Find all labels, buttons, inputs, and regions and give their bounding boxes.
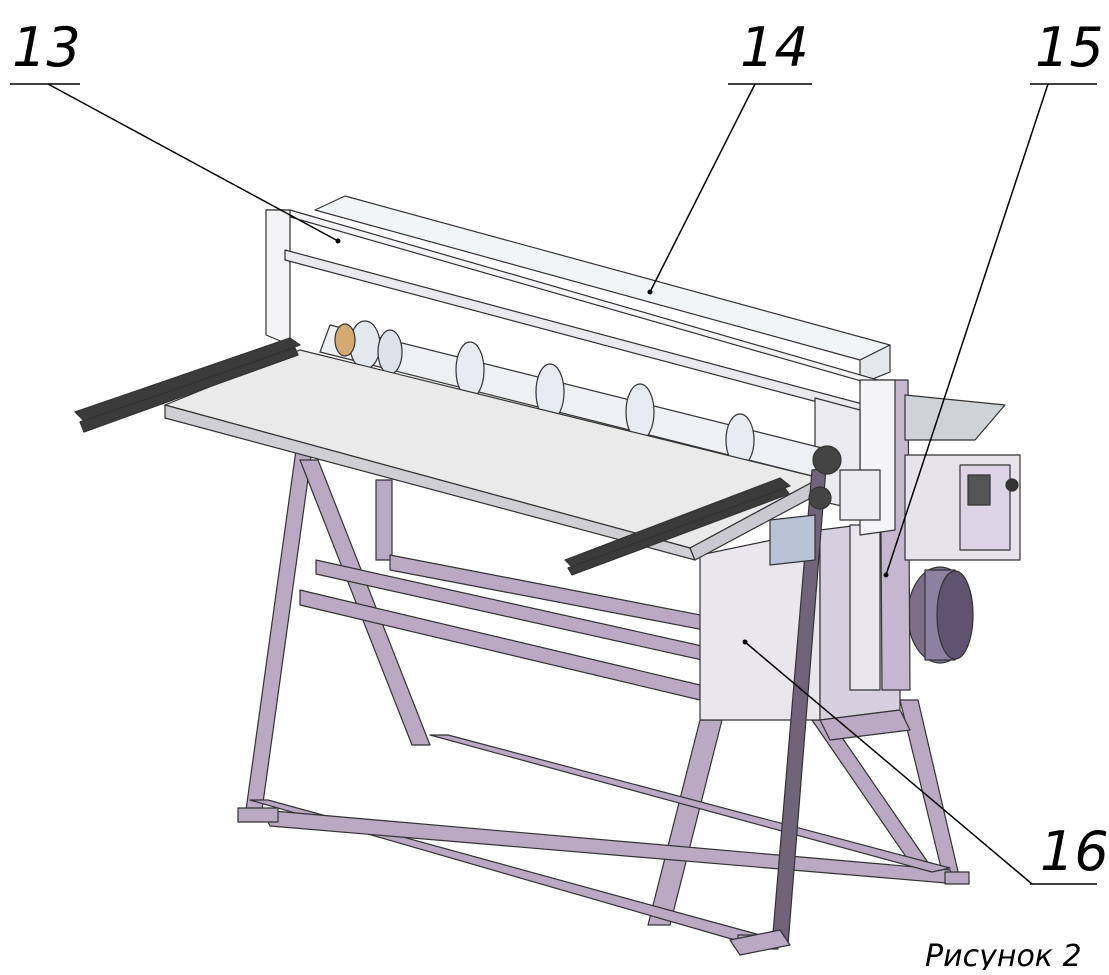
control-box [904,394,1021,561]
top-cover [314,195,891,385]
feed-table [164,349,823,561]
motor [907,566,974,664]
leader-dot-13 [335,238,341,244]
callout-13: 13 [12,16,81,79]
stand-frame [237,449,970,950]
figure-caption: Рисунок 2 [925,939,1082,970]
leader-dot-16 [742,639,748,645]
callout-16: 16 [1040,820,1109,883]
drum-shaft [319,320,831,479]
belt-drive [729,445,881,956]
bracket [769,514,816,566]
callout-15: 15 [1035,16,1104,79]
leader-dots [335,238,889,645]
leader-lines [10,83,1097,885]
leader-14 [649,83,756,293]
callout-14: 14 [740,16,809,79]
guide-rails [74,337,791,576]
leader-15 [885,83,1049,576]
leader-dot-14 [647,289,653,295]
leader-dot-15 [883,572,889,578]
leader-16 [744,641,1033,885]
leader-13 [47,83,339,242]
front-frame [265,209,896,536]
